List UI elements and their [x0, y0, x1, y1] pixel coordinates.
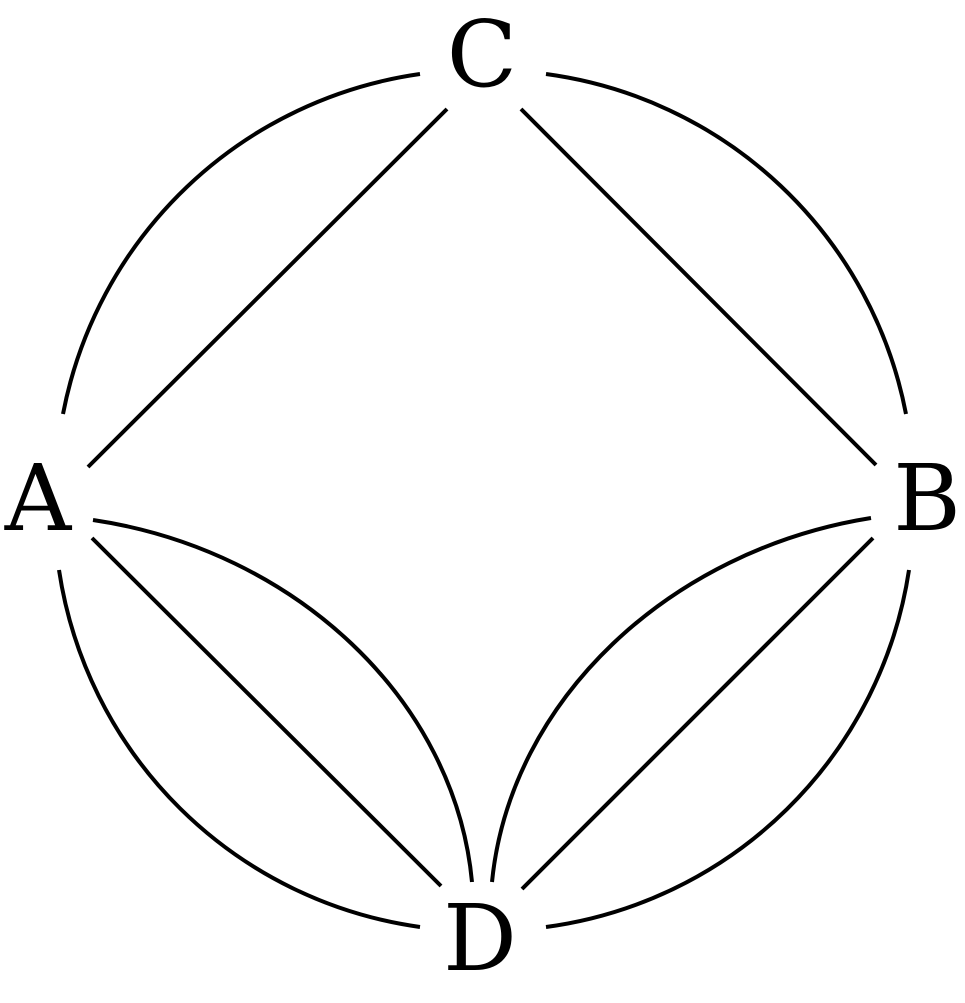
node-label-b: B: [893, 445, 961, 552]
edge-a-d: [90, 536, 443, 888]
edge-c-b: [519, 107, 878, 467]
edge-b-d-outer-arc: [545, 569, 911, 929]
edge-b-d: [520, 536, 875, 891]
edge-a-c-arc: [61, 72, 421, 415]
node-label-a: A: [4, 445, 73, 552]
node-label-c: C: [447, 1, 517, 108]
edge-a-d-outer-arc: [57, 569, 421, 929]
edge-c-b-arc: [545, 72, 908, 415]
node-label-d: D: [443, 885, 517, 992]
edge-a-c: [86, 107, 449, 469]
edge-b-d-inner-arc: [490, 516, 872, 883]
edge-a-d-inner-arc: [92, 518, 474, 883]
